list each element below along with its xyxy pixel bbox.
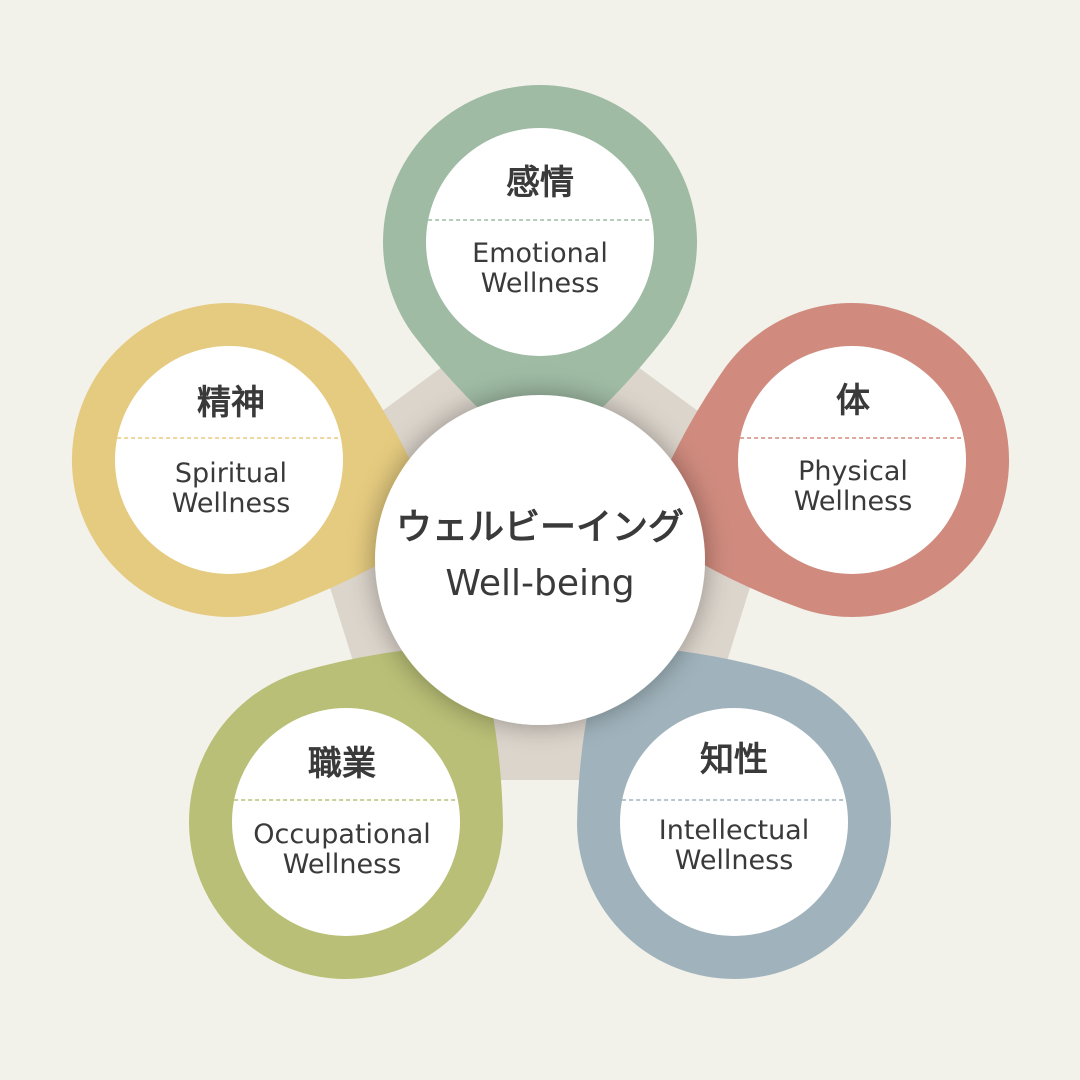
node-spiritual: 精神 Spiritual Wellness [116, 383, 346, 519]
center-label: ウェルビーイング Well-being [370, 505, 710, 607]
node-title-en-line2: Wellness [171, 488, 291, 519]
node-emotional: 感情 Emotional Wellness [425, 163, 655, 299]
node-intellectual: 知性 Intellectual Wellness [619, 740, 849, 876]
pin-group [71, 84, 1010, 979]
node-title-jp: 体 [836, 381, 870, 421]
node-physical: 体 Physical Wellness [738, 381, 968, 517]
pin-inner-physical [738, 346, 966, 574]
node-title-en-line1: Emotional [472, 238, 608, 269]
node-title-jp: 精神 [197, 383, 265, 423]
node-title-jp: 感情 [506, 163, 574, 203]
pin-inner-emotional [426, 128, 654, 356]
node-title-jp: 職業 [308, 744, 376, 784]
center-circle [375, 395, 705, 725]
node-title-en-line2: Wellness [793, 486, 913, 517]
pin-inner-spiritual [115, 346, 343, 574]
pin-inner-intellectual [620, 708, 848, 936]
node-title-en-line2: Wellness [674, 845, 794, 876]
node-occupational: 職業 Occupational Wellness [227, 744, 457, 880]
node-title-en-line1: Occupational [253, 819, 431, 850]
node-title-en-line1: Spiritual [174, 458, 288, 489]
pin-inner-occupational [232, 708, 460, 936]
node-title-en-line2: Wellness [282, 849, 402, 880]
node-title-jp: 知性 [700, 740, 768, 780]
node-title-en-line2: Wellness [480, 268, 600, 299]
node-title-en-line1: Physical [798, 456, 908, 487]
center-title-jp: ウェルビーイング [395, 507, 684, 548]
center-title-en: Well-being [445, 563, 635, 604]
node-title-en-line1: Intellectual [658, 815, 810, 846]
